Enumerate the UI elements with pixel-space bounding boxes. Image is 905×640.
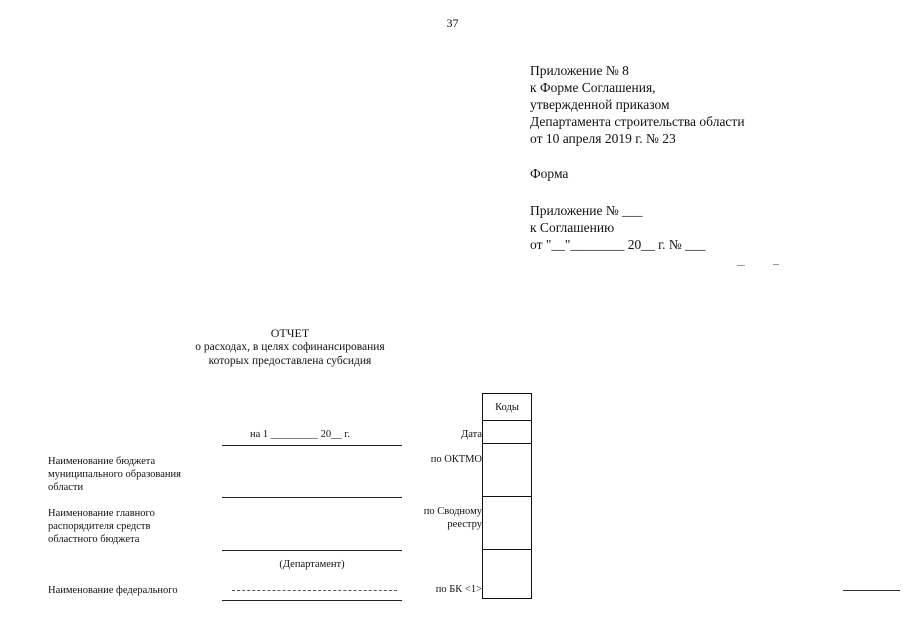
codes-table: Коды [482,393,532,599]
code-cell-oktmo[interactable] [482,443,532,497]
department-caption: (Департамент) [279,559,345,570]
forma-label: Форма [530,166,569,181]
label-bk: по БК <1> [435,584,482,595]
label-budget-line: Наименование бюджета [48,456,156,467]
label-manager-line: Наименование главного [48,508,155,519]
field-federal-dash [232,590,397,591]
report-date-line: на 1 _________ 20__ г. [250,429,351,440]
appendix-line: утвержденной приказом [530,97,670,112]
annex-line: Приложение № ___ [530,203,643,218]
codes-header: Коды [482,393,532,421]
label-budget-line: муниципального образования [48,469,181,480]
annex-block: Приложение № ___ к Соглашению от "__"___… [530,202,705,253]
report-subtitle: о расходах, в целях софинансирования [195,341,385,353]
label-date: Дата [461,429,482,440]
label-budget: Наименование бюджета муниципального обра… [48,455,181,494]
code-cell-date[interactable] [482,420,532,444]
label-manager: Наименование главного распорядителя сред… [48,507,155,546]
field-budget-name[interactable] [222,497,402,498]
appendix-line: Департамента строительства области [530,114,745,129]
label-oktmo: по ОКТМО [430,454,482,465]
label-manager-line: распорядителя средств [48,521,151,532]
report-title: ОТЧЕТ [270,326,310,340]
report-title-block: ОТЧЕТ о расходах, в целях софинансирован… [140,326,440,368]
field-federal-name[interactable] [222,600,402,601]
divider [222,445,402,446]
field-manager-name[interactable] [222,550,402,551]
label-manager-line: областного бюджета [48,534,140,545]
label-budget-line: области [48,482,84,493]
label-federal: Наименование федерального [48,585,178,596]
code-cell-registry[interactable] [482,496,532,550]
appendix-line: к Форме Соглашения, [530,80,656,95]
label-registry: реестру [447,519,482,530]
label-registry: по Сводному [423,506,482,517]
annex-line: к Соглашению [530,220,615,235]
code-cell-bk[interactable] [482,549,532,599]
page-number: 37 [446,16,459,30]
appendix-line: Приложение № 8 [530,63,629,78]
scan-mark [773,264,779,265]
scan-mark [737,265,745,266]
report-subtitle: которых предоставлена субсидия [208,355,372,367]
appendix-line: от 10 апреля 2019 г. № 23 [530,131,676,146]
annex-line: от "__"________ 20__ г. № ___ [530,237,706,252]
appendix-block: Приложение № 8 к Форме Соглашения, утвер… [530,62,745,147]
scan-mark [843,590,900,591]
